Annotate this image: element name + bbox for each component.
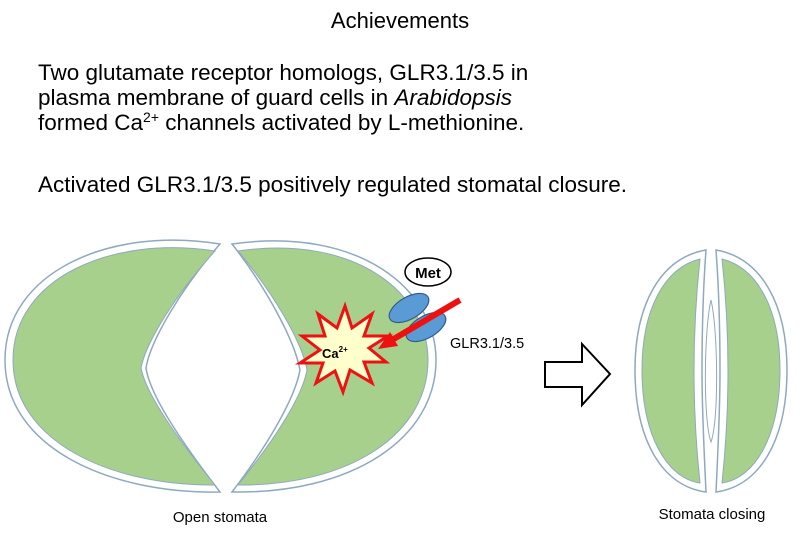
achievement-paragraph-2: Activated GLR3.1/3.5 positively regulate… bbox=[38, 172, 628, 197]
met-ellipse bbox=[404, 257, 452, 287]
transition-arrow-icon bbox=[544, 341, 612, 408]
paragraph-1-line-2: plasma membrane of guard cells in Arabid… bbox=[38, 85, 528, 110]
calcium-charge: 2+ bbox=[143, 109, 160, 125]
met-label: Met bbox=[415, 265, 441, 282]
calcium-influx-arrow-shaft bbox=[390, 297, 462, 343]
calcium-burst-icon bbox=[294, 301, 394, 397]
achievement-paragraph-1: Two glutamate receptor homologs, GLR3.1/… bbox=[38, 60, 528, 135]
paragraph-1-line-3-end: channels activated by L-methionine. bbox=[159, 110, 525, 135]
closing-stomatal-pore bbox=[704, 299, 718, 444]
calcium-label: Ca2+ bbox=[322, 345, 348, 361]
left-guard-cell bbox=[12, 247, 217, 486]
channel-subunit-bottom bbox=[405, 311, 447, 343]
channel-label: GLR3.1/3.5 bbox=[450, 336, 524, 352]
calcium-text: formed Ca bbox=[38, 110, 144, 135]
paragraph-1-line-1: Two glutamate receptor homologs, GLR3.1/… bbox=[38, 60, 529, 85]
stomata-closing-label: Stomata closing bbox=[659, 506, 766, 523]
channel-subunit-top bbox=[388, 292, 430, 324]
paragraph-1-line-2-text: plasma membrane of guard cells in bbox=[38, 85, 395, 110]
closing-left-guard-cell bbox=[641, 258, 701, 484]
species-name: Arabidopsis bbox=[394, 85, 512, 110]
open-stomata-label: Open stomata bbox=[173, 509, 268, 526]
page-title: Achievements bbox=[330, 8, 470, 33]
closing-right-guard-cell bbox=[721, 258, 781, 484]
paragraph-1-line-3: formed Ca2+ channels activated by L-meth… bbox=[38, 110, 528, 135]
calcium-influx-arrowhead-icon bbox=[378, 332, 398, 349]
